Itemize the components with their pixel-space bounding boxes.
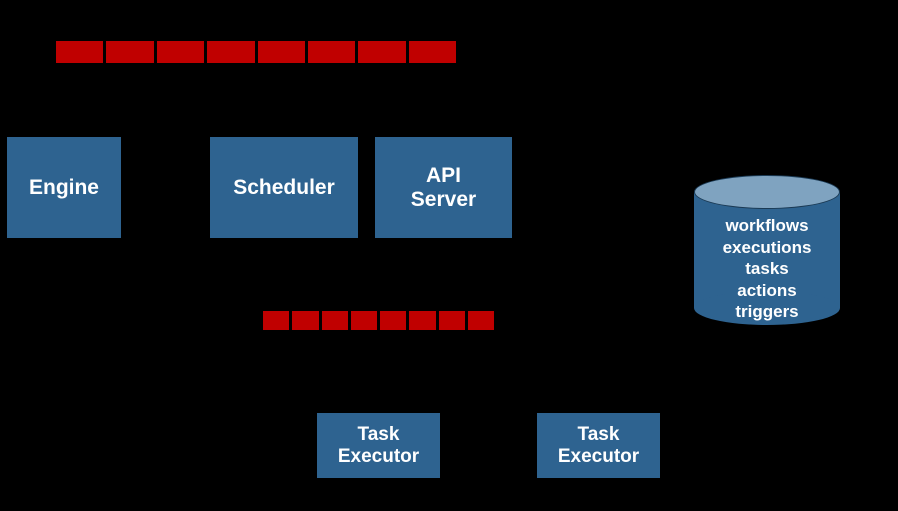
bar-segment <box>380 311 406 330</box>
component-box-task-executor-2[interactable]: Task Executor <box>537 413 660 478</box>
lower-progress-bar <box>263 311 494 330</box>
bar-segment <box>106 41 153 63</box>
bar-segment <box>56 41 103 63</box>
component-label-task-executor-1: Task Executor <box>338 424 419 467</box>
database-table-name: triggers <box>694 301 840 323</box>
bar-segment <box>439 311 465 330</box>
bar-segment <box>308 41 355 63</box>
bar-segment <box>258 41 305 63</box>
component-box-engine[interactable]: Engine <box>7 137 121 238</box>
database-table-name: tasks <box>694 258 840 280</box>
database-table-name: executions <box>694 237 840 259</box>
bar-segment <box>409 311 435 330</box>
component-box-scheduler[interactable]: Scheduler <box>210 137 358 238</box>
bar-segment <box>351 311 377 330</box>
database-cylinder[interactable]: workflowsexecutionstasksactionstriggers <box>694 175 840 325</box>
component-label-scheduler: Scheduler <box>233 176 335 200</box>
component-label-task-executor-2: Task Executor <box>558 424 639 467</box>
component-box-api-server[interactable]: API Server <box>375 137 512 238</box>
bar-segment <box>322 311 348 330</box>
bar-segment <box>409 41 456 63</box>
bar-segment <box>157 41 204 63</box>
database-table-list: workflowsexecutionstasksactionstriggers <box>694 215 840 323</box>
bar-segment <box>292 311 318 330</box>
bar-segment <box>468 311 494 330</box>
database-cylinder-top <box>694 175 840 209</box>
component-label-engine: Engine <box>29 176 99 200</box>
bar-segment <box>207 41 254 63</box>
database-table-name: workflows <box>694 215 840 237</box>
top-progress-bar <box>56 41 456 63</box>
component-box-task-executor-1[interactable]: Task Executor <box>317 413 440 478</box>
bar-segment <box>263 311 289 330</box>
component-label-api-server: API Server <box>411 164 476 211</box>
database-table-name: actions <box>694 280 840 302</box>
bar-segment <box>358 41 405 63</box>
